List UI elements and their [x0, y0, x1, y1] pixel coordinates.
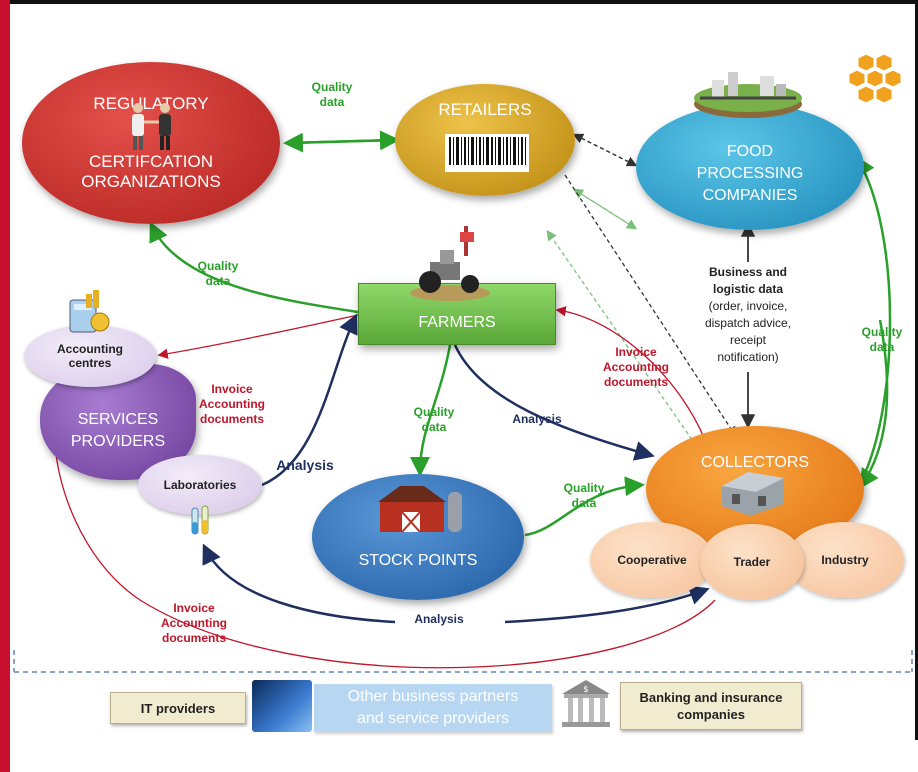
label-line: Accounting — [603, 360, 669, 374]
label-line: Quality — [861, 325, 903, 339]
it-providers-label: IT providers — [140, 700, 216, 716]
collectors-label: COLLECTORS — [700, 454, 810, 471]
services-line2: PROVIDERS — [70, 433, 166, 450]
label-line: data — [869, 340, 895, 354]
services-line1: SERVICES — [77, 411, 159, 428]
node-farmers: FARMERS — [358, 283, 556, 345]
other-partners-line2: and service providers — [356, 710, 510, 727]
label-line: data — [205, 274, 231, 288]
food-line1: FOOD — [726, 143, 774, 160]
label-line: Quality — [311, 80, 353, 94]
label-line: data — [319, 95, 345, 109]
node-regulatory: REGULATORY CERTIFCATION ORGANIZATIONS — [22, 62, 280, 224]
trader-label: Trader — [733, 555, 771, 569]
label-line: Invoice — [615, 345, 657, 359]
node-cooperative: Cooperative — [590, 522, 714, 598]
label-line: Invoice — [211, 382, 253, 396]
edge-labs-farmers-analysis — [261, 313, 358, 487]
accounting-line1: Accounting — [57, 342, 123, 356]
edge-collectors-food — [855, 155, 892, 481]
banking-line1: Banking and insurance — [639, 690, 783, 705]
edge-collectors-farmers-invoice — [555, 306, 706, 441]
node-trader: Trader — [700, 524, 804, 600]
edge-farmers-stock — [410, 344, 452, 477]
node-laboratories: Laboratories — [138, 455, 262, 515]
label-analysis-center: Analysis — [512, 412, 562, 426]
label-line: (order, invoice, — [708, 299, 788, 313]
node-stock-points: STOCK POINTS — [312, 474, 524, 600]
edge-collectors-services-invoice — [49, 435, 716, 669]
footer-banking: Banking and insurance companies — [620, 682, 802, 730]
edge-farmers-regulatory — [149, 221, 359, 314]
label-line: notification) — [717, 350, 779, 364]
retailers-label: RETAILERS — [438, 100, 532, 119]
label-quality-data-collectors: Quality data — [548, 481, 620, 511]
left-accent-bar — [0, 0, 10, 772]
label-line: Accounting — [199, 397, 265, 411]
label-line: Invoice — [173, 601, 215, 615]
other-partners-line1: Other business partners — [347, 688, 519, 705]
farmers-label: FARMERS — [418, 314, 496, 331]
laboratories-label: Laboratories — [163, 478, 237, 492]
label-line: dispatch advice, — [704, 316, 792, 330]
banking-line2: companies — [677, 707, 745, 722]
label-line: Accounting — [161, 616, 227, 630]
edge-retailers-collectors — [564, 174, 737, 438]
right-border — [915, 0, 918, 740]
node-food-processing: FOOD PROCESSING COMPANIES — [636, 104, 864, 230]
label-line: logistic data — [712, 282, 783, 296]
keyboard-icon — [252, 680, 312, 732]
accounting-line2: centres — [68, 356, 112, 370]
label-line: data — [421, 420, 447, 434]
stock-points-label: STOCK POINTS — [358, 552, 478, 569]
label-line: Quality — [413, 405, 455, 419]
edge-stock-collectors — [524, 476, 645, 537]
label-quality-data-right: Quality data — [846, 325, 918, 355]
label-invoice-left: Invoice Accounting documents — [186, 382, 278, 427]
regulatory-line1: REGULATORY — [93, 94, 209, 113]
top-border — [10, 0, 918, 4]
cooperative-label: Cooperative — [617, 553, 687, 567]
label-line: Quality — [197, 259, 239, 273]
label-line: Quality — [563, 481, 605, 495]
edge-collectors-labs-analysis — [504, 585, 710, 624]
label-quality-data-left: Quality data — [182, 259, 254, 289]
label-analysis-bottom: Analysis — [414, 612, 464, 626]
footer-it-providers: IT providers — [110, 692, 246, 724]
node-industry: Industry — [786, 522, 904, 598]
label-quality-data-top: Quality data — [296, 80, 368, 110]
label-line: documents — [161, 631, 226, 645]
node-accounting-centres: Accounting centres — [24, 325, 156, 387]
label-line: Business and — [708, 265, 788, 279]
label-analysis-left: Analysis — [276, 457, 334, 473]
label-line: receipt — [729, 333, 767, 347]
food-line3: COMPANIES — [702, 187, 798, 204]
regulatory-line2: CERTIFCATION — [88, 152, 214, 171]
footer-other-partners: Other business partners and service prov… — [314, 684, 552, 732]
food-line2: PROCESSING — [696, 165, 804, 182]
label-line: documents — [199, 412, 264, 426]
industry-label: Industry — [821, 553, 869, 567]
edge-farmers-accounting-invoice — [157, 314, 359, 359]
label-line: data — [571, 496, 597, 510]
label-invoice-center: Invoice Accounting documents — [590, 345, 682, 390]
regulatory-line3: ORGANIZATIONS — [81, 172, 221, 191]
label-line: documents — [603, 375, 668, 389]
label-business-logistic: Business and logistic data (order, invoi… — [690, 264, 806, 366]
node-retailers: RETAILERS — [395, 84, 575, 196]
label-invoice-bottom: Invoice Accounting documents — [148, 601, 240, 646]
edge-farmers-collectors-analysis — [453, 344, 655, 461]
label-quality-data-center: Quality data — [398, 405, 470, 435]
